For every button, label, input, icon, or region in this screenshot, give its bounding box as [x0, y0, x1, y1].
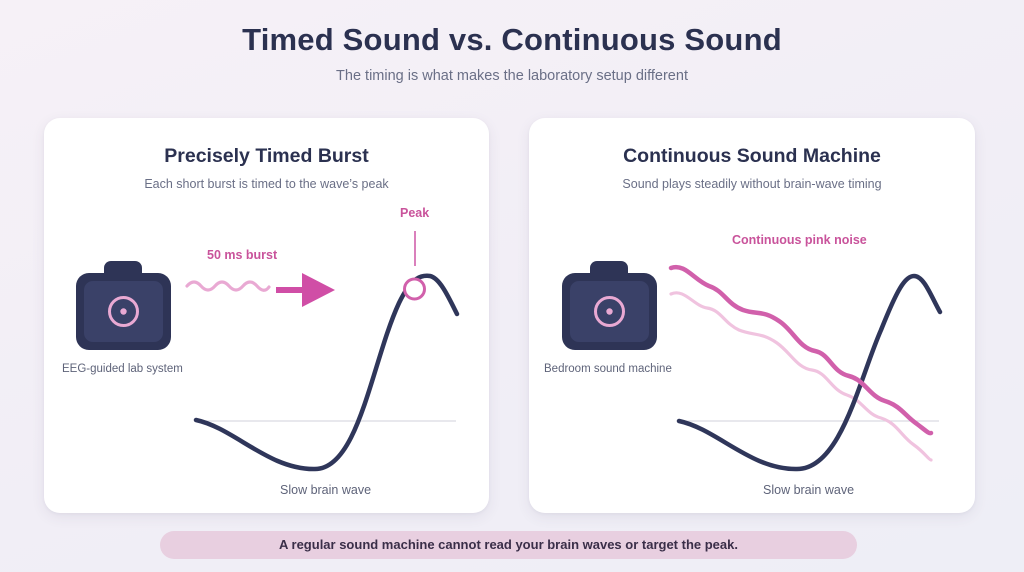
wave-label: Slow brain wave — [763, 483, 855, 497]
device-label: EEG-guided lab system — [62, 363, 183, 375]
panel-title: Continuous Sound Machine — [623, 145, 881, 167]
continuous-sound-panel: Continuous Sound Machine Sound plays ste… — [529, 118, 975, 513]
peak-marker — [403, 277, 426, 301]
peak-label: Peak — [400, 206, 430, 220]
continuous-sound-illustration — [562, 261, 943, 472]
device-label: Bedroom sound machine — [544, 363, 672, 375]
speaker-icon — [76, 261, 171, 350]
noise-label: Continuous pink noise — [732, 233, 867, 247]
panel-subtitle: Each short burst is timed to the wave’s … — [144, 177, 389, 191]
page-subtitle: The timing is what makes the laboratory … — [336, 68, 688, 84]
panel-title: Precisely Timed Burst — [164, 145, 369, 167]
arrow-right-icon — [276, 273, 335, 307]
footer-note: A regular sound machine cannot read your… — [160, 531, 857, 559]
burst-waveform — [185, 280, 271, 292]
timed-burst-illustration — [76, 231, 460, 472]
slow-brain-wave — [676, 273, 943, 472]
page-title: Timed Sound vs. Continuous Sound — [242, 22, 782, 57]
pink-noise-light — [669, 291, 933, 462]
pink-noise-main — [668, 264, 934, 436]
panel-subtitle: Sound plays steadily without brain-wave … — [622, 177, 882, 191]
speaker-icon — [562, 261, 657, 350]
timed-burst-panel: Precisely Timed Burst Each short burst i… — [44, 118, 489, 513]
wave-label: Slow brain wave — [280, 483, 372, 497]
burst-label: 50 ms burst — [207, 248, 278, 262]
slow-brain-wave — [193, 273, 460, 472]
